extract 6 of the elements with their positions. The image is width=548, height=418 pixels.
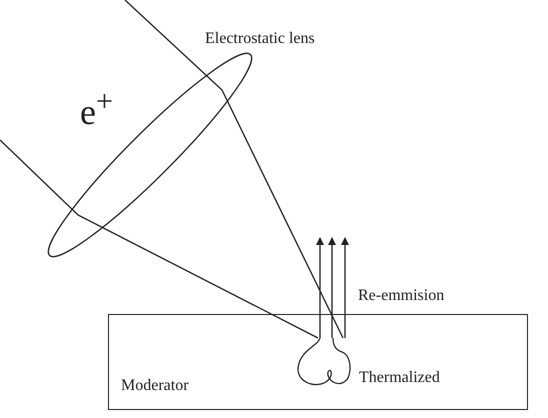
particle-symbol: e$^{+}$ bbox=[80, 84, 113, 132]
lens-label: Electrostatic lens bbox=[205, 29, 315, 49]
process-label: Re-emmision bbox=[358, 286, 444, 306]
state-label: Thermalized bbox=[359, 369, 440, 387]
moderator-label: Moderator bbox=[121, 377, 189, 395]
moderator-block bbox=[108, 314, 528, 410]
